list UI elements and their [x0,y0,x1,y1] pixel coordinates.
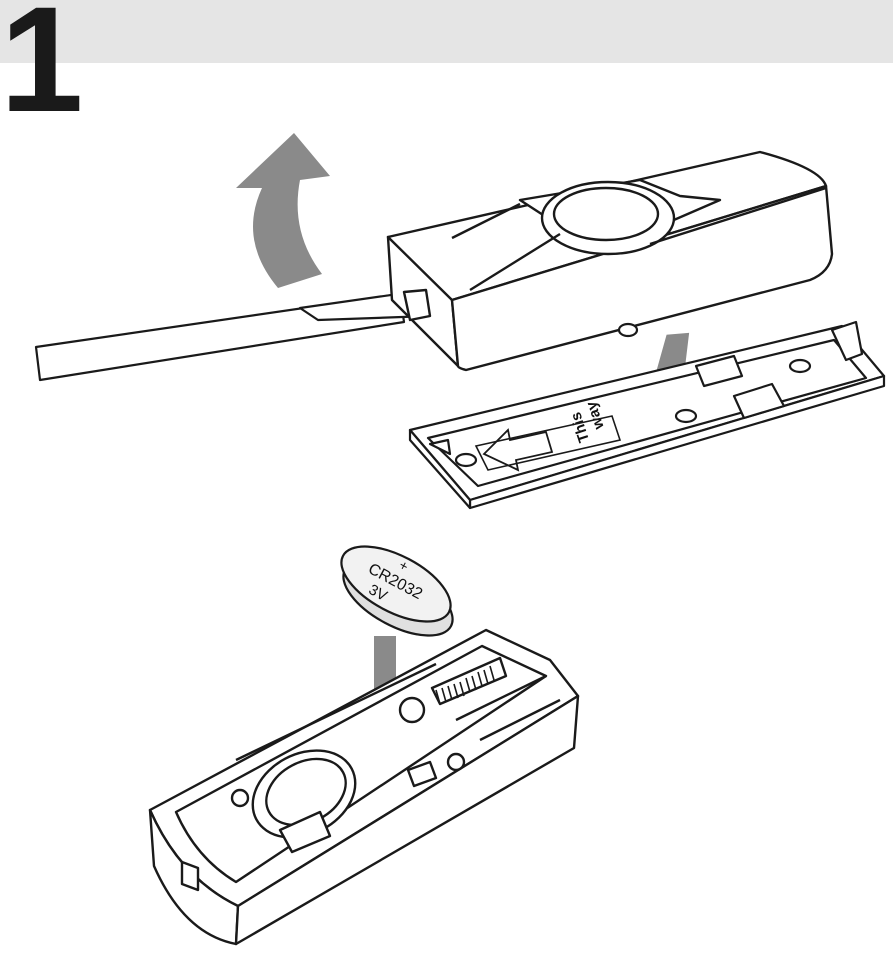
sensor-housing-top [388,152,832,370]
lift-arrow [236,133,330,288]
coin-cell-battery: + CR2032 3V [330,531,464,651]
sensor-housing-open [150,630,578,944]
screwdriver [36,290,430,380]
